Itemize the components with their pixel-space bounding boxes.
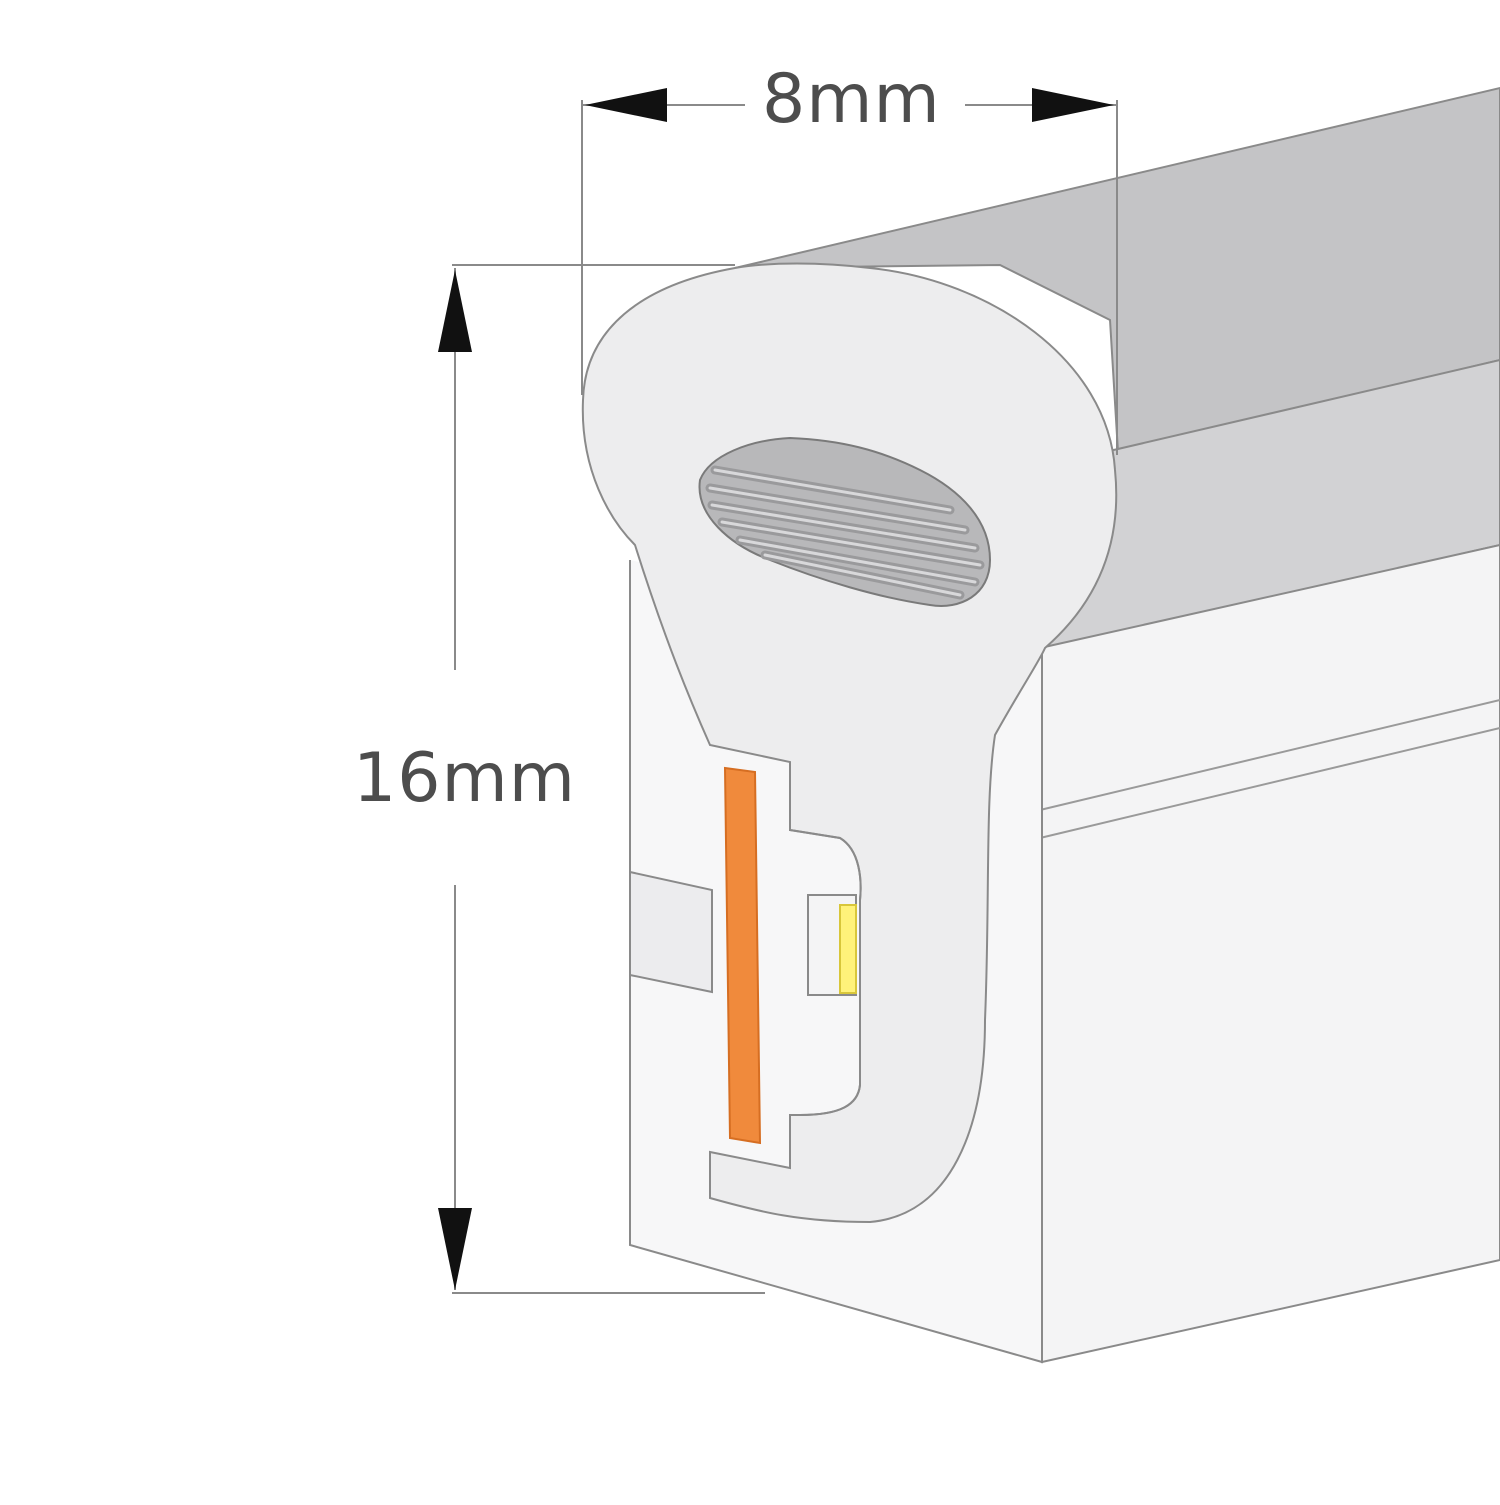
width-arrow-right [1032,88,1114,122]
height-arrow-bottom [438,1208,472,1290]
width-arrow-left [585,88,667,122]
wire-tab [629,870,713,994]
height-dimension-label: 16mm [353,739,577,818]
height-dimension [438,264,765,1294]
width-dimension-label: 8mm [762,60,941,139]
diffuser-lens-icon [698,436,992,607]
base-side-surface [1038,543,1500,1364]
pcb-cavity [789,770,862,1116]
height-arrow-top [438,270,472,352]
width-dimension [581,88,1118,455]
led-chip [839,904,857,994]
pcb-strip [723,766,762,1145]
